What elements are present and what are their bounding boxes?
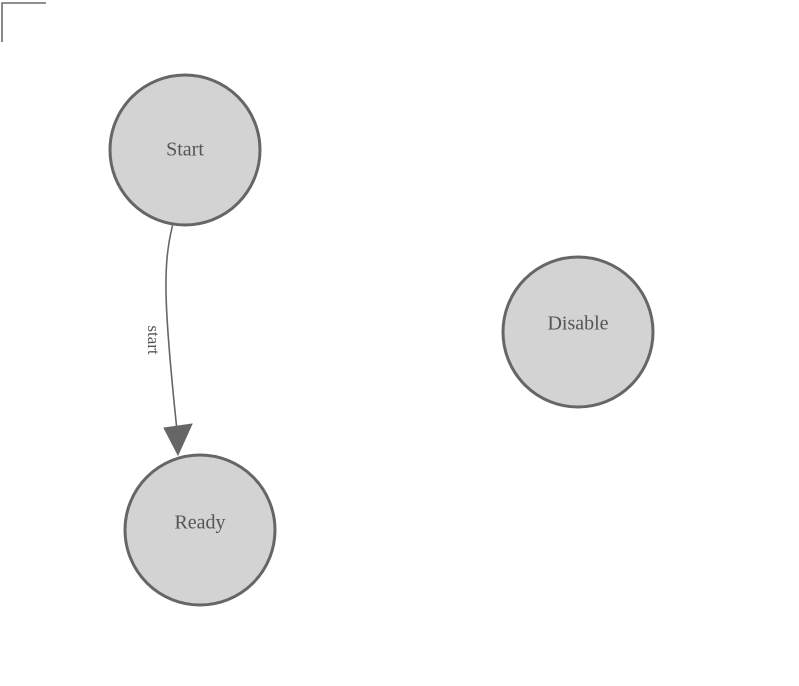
node-start[interactable]: Start <box>108 73 262 227</box>
node-disable-label: Disable <box>547 313 608 335</box>
node-start-label: Start <box>166 139 204 161</box>
edge-path <box>165 225 179 441</box>
edge-label-start: start <box>144 325 163 355</box>
edge-start-to-ready[interactable]: start <box>144 225 193 457</box>
node-disable[interactable]: Disable <box>501 255 655 409</box>
edge-arrowhead-icon <box>163 423 193 457</box>
node-start-circle[interactable] <box>108 73 262 227</box>
node-ready[interactable]: Ready <box>123 453 277 607</box>
node-ready-circle[interactable] <box>123 453 277 607</box>
node-disable-circle[interactable] <box>501 255 655 409</box>
node-ready-label: Ready <box>174 512 225 534</box>
canvas-corner-bracket-icon <box>1 2 46 42</box>
